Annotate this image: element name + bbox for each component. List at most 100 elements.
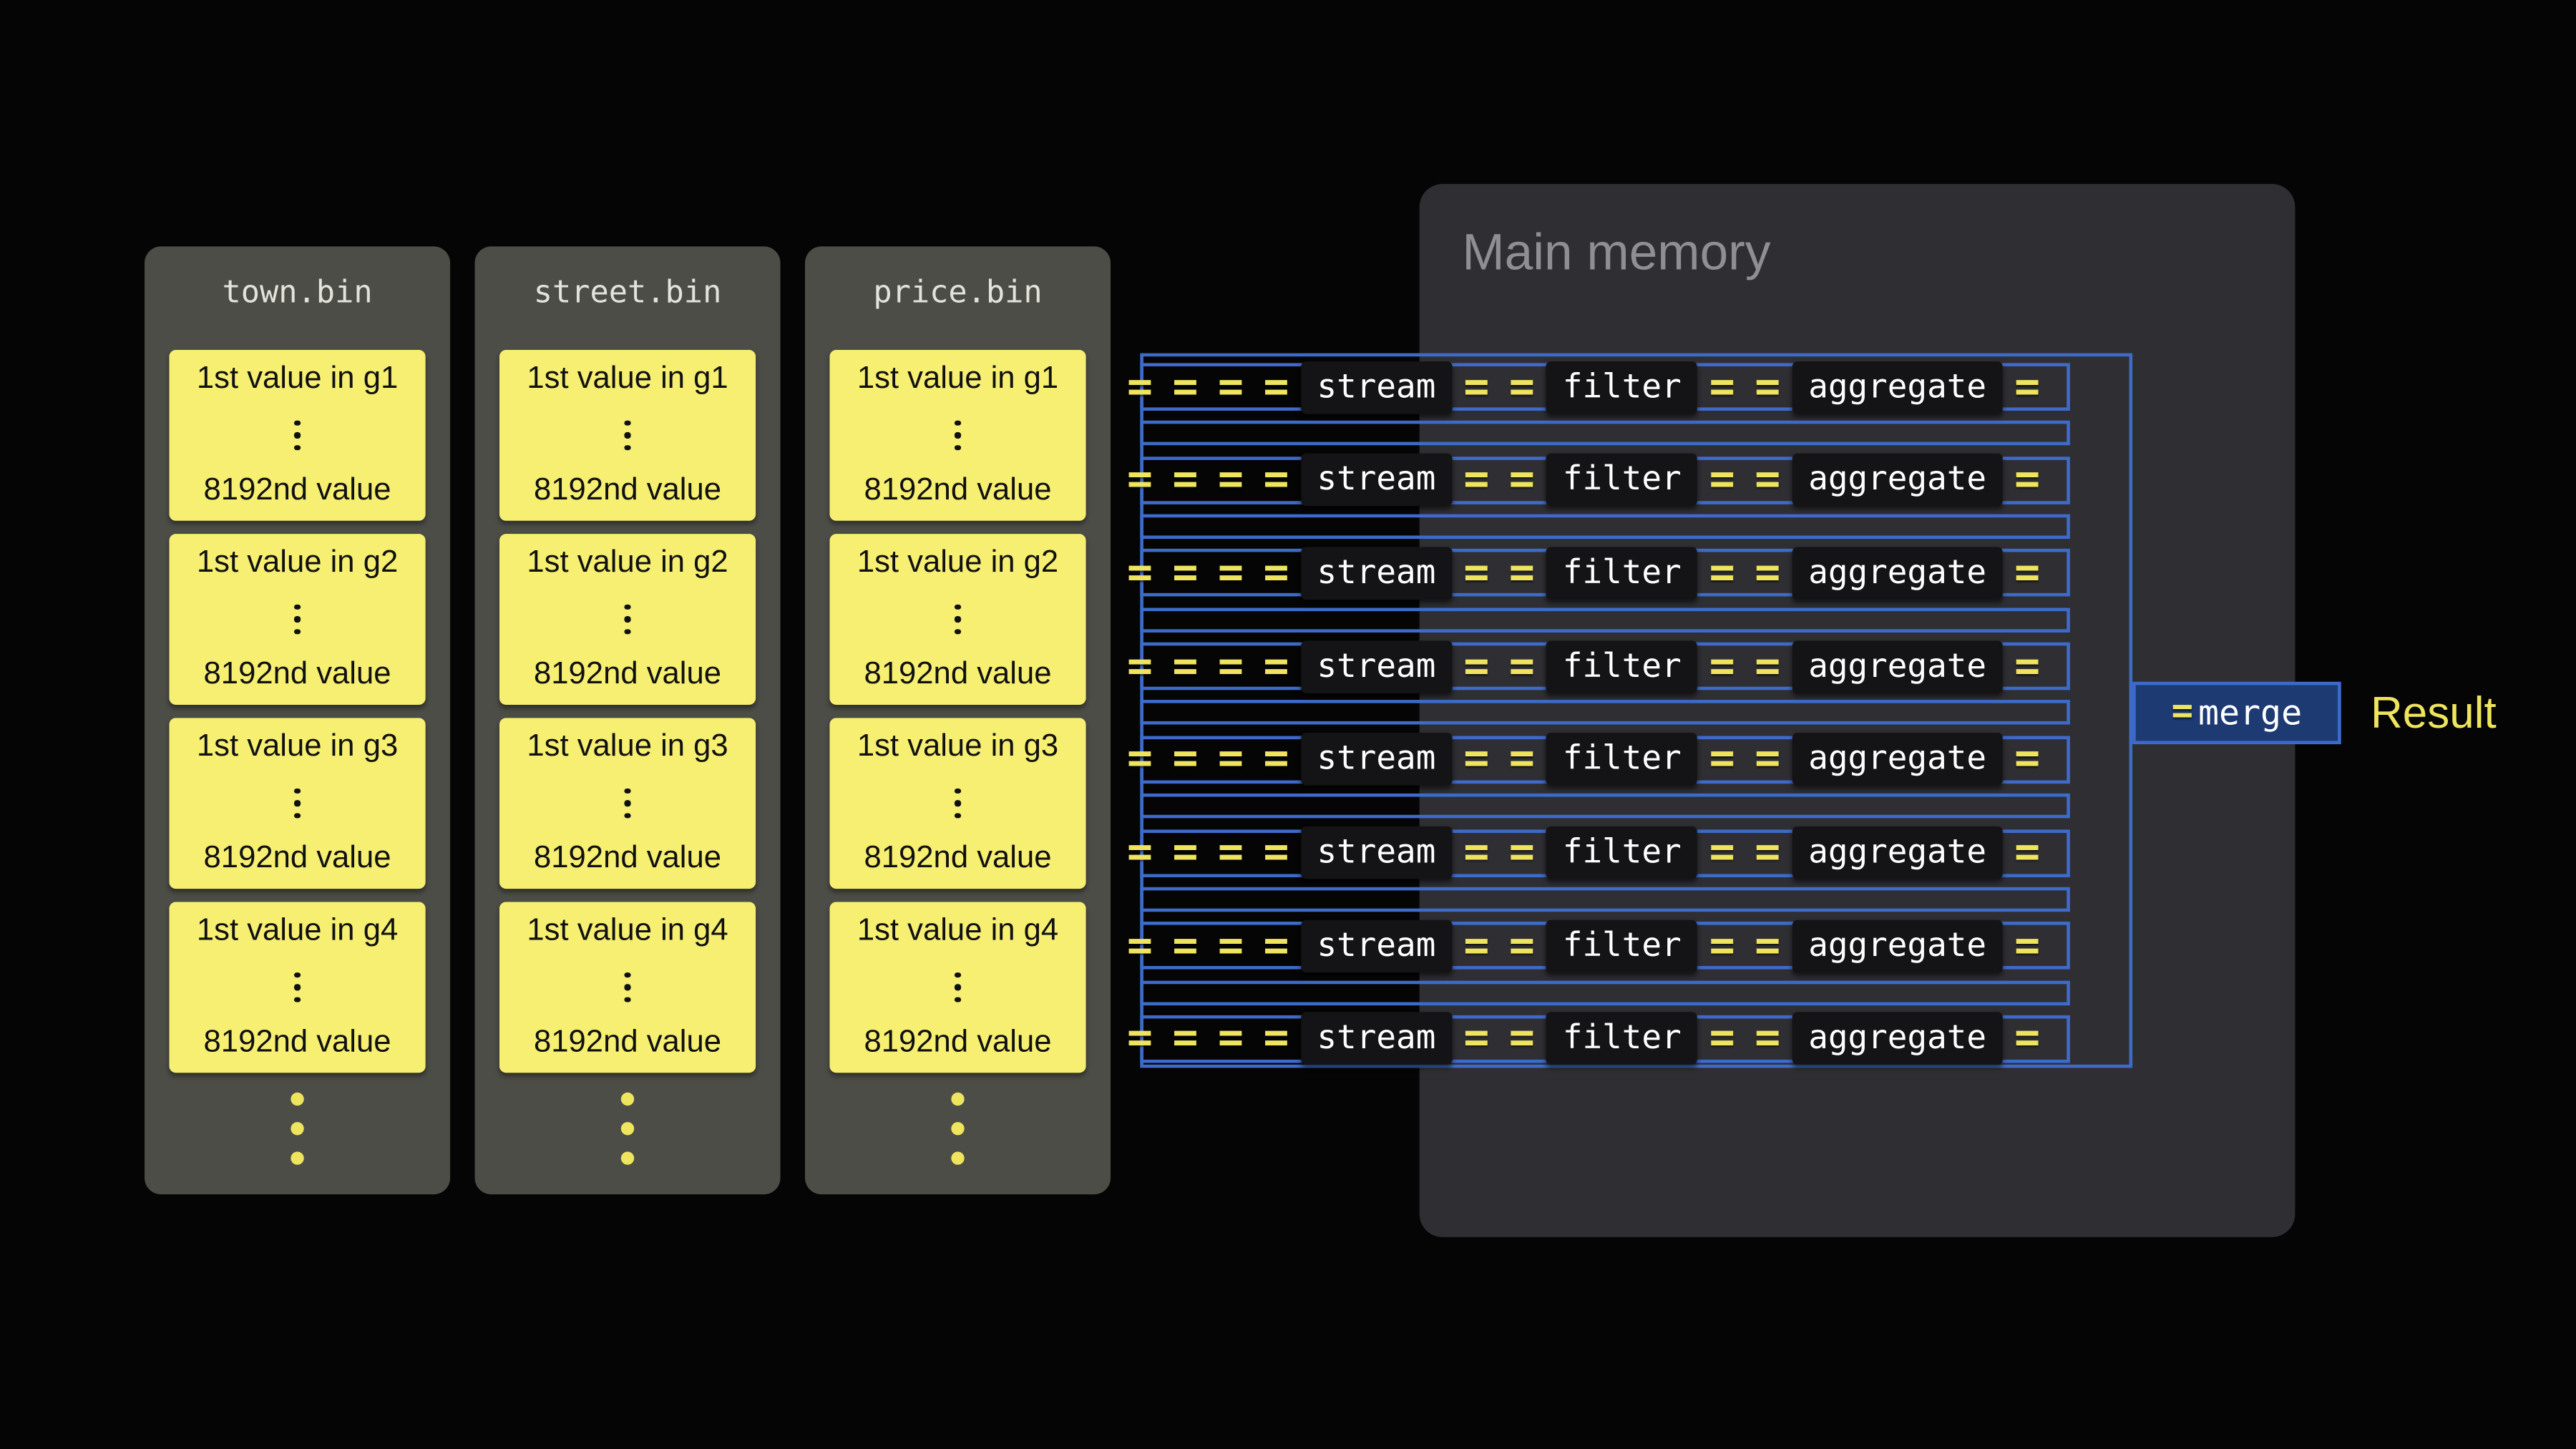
equals-icon: = xyxy=(1172,921,1199,971)
vertical-ellipsis-icon xyxy=(625,420,631,451)
equals-icon: = xyxy=(1217,734,1244,784)
group-last-value: 8192nd value xyxy=(203,1025,391,1060)
dot xyxy=(620,1151,635,1165)
dot xyxy=(620,1092,635,1106)
pipeline-row: ====stream==filter==aggregate= xyxy=(1117,1013,2050,1065)
equals-icon: = xyxy=(1709,734,1735,784)
vertical-ellipsis-icon xyxy=(955,788,961,819)
dot xyxy=(620,1122,635,1136)
dot xyxy=(625,604,631,610)
equals-icon: = xyxy=(1217,641,1244,691)
group-last-value: 8192nd value xyxy=(203,473,391,508)
file-name: street.bin xyxy=(533,274,722,311)
equals-icon: = xyxy=(1755,828,1781,878)
pipeline-row: ====stream==filter==aggregate= xyxy=(1117,826,2050,879)
dot xyxy=(291,1092,304,1106)
group-first-value: 1st value in g4 xyxy=(196,913,399,948)
equals-icon: = xyxy=(2014,455,2041,505)
dot xyxy=(955,812,961,819)
group-last-value: 8192nd value xyxy=(864,473,1052,508)
stream-stage: stream xyxy=(1300,733,1453,786)
equals-icon: = xyxy=(1508,362,1535,412)
filter-stage: filter xyxy=(1546,733,1698,786)
dot xyxy=(955,997,961,1003)
equals-icon: = xyxy=(1263,455,1289,505)
equals-icon: = xyxy=(1508,1014,1535,1064)
equals-icon: = xyxy=(1755,1014,1781,1064)
equals-icon: = xyxy=(2014,921,2041,971)
aggregate-stage: aggregate xyxy=(1792,360,2004,414)
equals-icon: = xyxy=(1172,641,1199,691)
dot xyxy=(294,604,301,610)
filter-stage: filter xyxy=(1546,640,1698,693)
group-last-value: 8192nd value xyxy=(864,1025,1052,1060)
dot xyxy=(294,420,301,426)
equals-icon: = xyxy=(1755,734,1781,784)
equals-icon: = xyxy=(1217,455,1244,505)
dot xyxy=(294,812,301,819)
vertical-ellipsis-icon xyxy=(955,972,961,1003)
equals-icon: = xyxy=(1755,362,1781,412)
aggregate-stage: aggregate xyxy=(1792,547,2004,600)
pipeline-channel-border xyxy=(1140,794,2070,819)
group-first-value: 1st value in g1 xyxy=(857,361,1059,396)
group-last-value: 8192nd value xyxy=(534,841,722,876)
dot xyxy=(625,788,631,794)
dot xyxy=(294,432,301,439)
equals-icon: = xyxy=(1263,548,1289,598)
group-first-value: 1st value in g2 xyxy=(527,545,728,580)
equals-icon: = xyxy=(1217,362,1244,412)
aggregate-stage: aggregate xyxy=(1792,454,2004,507)
equals-icon: = xyxy=(1217,921,1244,971)
dot xyxy=(625,616,631,623)
equals-icon: = xyxy=(1126,921,1153,971)
dot xyxy=(294,788,301,794)
pipeline-channel-border xyxy=(1140,701,2070,726)
equals-icon: = xyxy=(1217,1014,1244,1064)
dot xyxy=(625,444,631,451)
vertical-ellipsis-icon xyxy=(625,972,631,1003)
equals-icon: = xyxy=(1463,455,1490,505)
pipeline-channel-border xyxy=(1140,607,2070,633)
more-groups-ellipsis-icon xyxy=(951,1092,965,1165)
dot xyxy=(951,1092,965,1106)
equals-icon: = xyxy=(1508,828,1535,878)
vertical-ellipsis-icon xyxy=(294,420,301,451)
dot xyxy=(294,972,301,978)
equals-icon: = xyxy=(1217,828,1244,878)
equals-icon: = xyxy=(1755,921,1781,971)
dot xyxy=(955,432,961,439)
dot xyxy=(625,800,631,806)
equals-icon: = xyxy=(1126,455,1153,505)
equals-icon: = xyxy=(2014,362,2041,412)
equals-icon: = xyxy=(1126,734,1153,784)
pipeline-row: ====stream==filter==aggregate= xyxy=(1117,640,2050,693)
aggregate-stage: aggregate xyxy=(1792,640,2004,693)
group-card: 1st value in g2 8192nd value xyxy=(499,534,756,705)
pipeline-channel-border xyxy=(1140,980,2070,1005)
dot xyxy=(625,628,631,635)
pipeline-channel-border xyxy=(1140,514,2070,540)
vertical-ellipsis-icon xyxy=(955,604,961,635)
dot xyxy=(294,800,301,806)
equals-icon: = xyxy=(1463,548,1490,598)
equals-icon: = xyxy=(2014,641,2041,691)
equals-icon: = xyxy=(1463,362,1490,412)
pipeline-channel-border xyxy=(1140,887,2070,912)
group-last-value: 8192nd value xyxy=(864,841,1052,876)
stream-stage: stream xyxy=(1300,826,1453,879)
group-first-value: 1st value in g2 xyxy=(196,545,399,580)
dot xyxy=(955,604,961,610)
group-last-value: 8192nd value xyxy=(534,657,722,692)
equals-icon: = xyxy=(1709,921,1735,971)
equals-icon: = xyxy=(1463,641,1490,691)
pipeline-row: ====stream==filter==aggregate= xyxy=(1117,360,2050,414)
aggregate-stage: aggregate xyxy=(1792,1013,2004,1065)
